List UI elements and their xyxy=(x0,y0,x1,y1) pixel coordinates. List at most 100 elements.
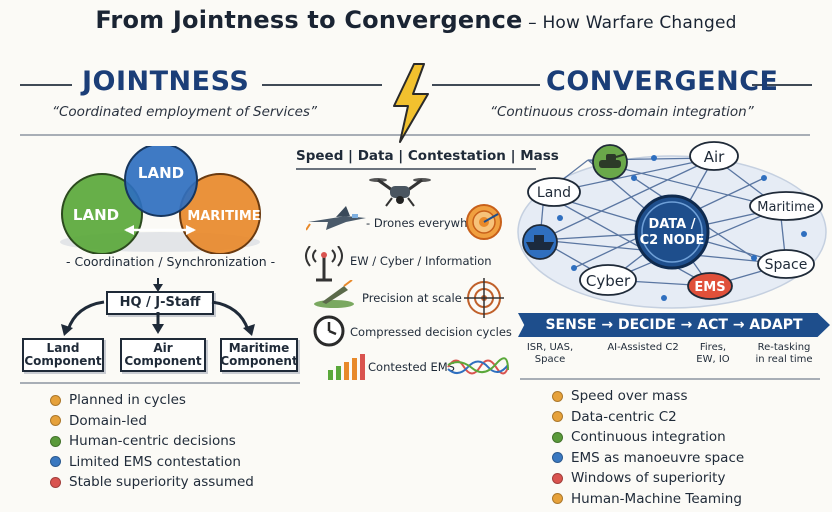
clock-icon xyxy=(313,315,345,347)
bullet-dot-icon xyxy=(552,431,563,443)
bullet-text: Human-centric decisions xyxy=(69,433,236,450)
middle-item-ems: Contested EMS xyxy=(368,360,455,374)
bar-chart-icon xyxy=(328,354,365,380)
venn-label-right: MARITIME xyxy=(187,209,260,224)
sda-sub-decide: AI-Assisted C2 xyxy=(604,342,682,354)
jointness-title: JOINTNESS xyxy=(82,66,250,97)
jointness-rule-right xyxy=(262,84,382,86)
land-component-line1: Land xyxy=(46,340,80,355)
list-item: Planned in cycles xyxy=(50,390,254,411)
drone-icon xyxy=(369,178,431,207)
cyber-node xyxy=(579,264,637,296)
coordination-label: - Coordination / Synchronization - xyxy=(66,254,276,269)
maritime-node-label: Maritime xyxy=(757,200,815,215)
jointness-rule-left xyxy=(20,84,72,86)
convergence-title: CONVERGENCE xyxy=(546,66,779,97)
ems-node-label: EMS xyxy=(694,280,725,295)
page-title: From Jointness to Convergence – How Warf… xyxy=(0,6,832,34)
signal-wave-icon xyxy=(447,357,509,375)
maritime-node xyxy=(749,191,823,221)
convergence-rule-right xyxy=(752,84,812,86)
jointness-bullet-list: Planned in cycles Domain-led Human-centr… xyxy=(50,390,254,493)
bullet-text: Stable superiority assumed xyxy=(69,474,254,491)
convergence-quote: “Continuous cross-domain integration” xyxy=(490,104,754,120)
convergence-network-diagram: Air Land Maritime Space Cyber EMS DATA /… xyxy=(517,141,827,309)
bullet-dot-icon xyxy=(50,435,61,447)
bullet-text: Continuous integration xyxy=(571,429,726,446)
list-item: Domain-led xyxy=(50,411,254,432)
title-sub: How Warfare Changed xyxy=(542,13,737,33)
venn-label-top: LAND xyxy=(138,164,184,182)
list-item: Stable superiority assumed xyxy=(50,472,254,493)
cyber-node-label: Cyber xyxy=(586,272,631,290)
convergence-divider xyxy=(520,378,820,380)
bullet-text: Human-Machine Teaming xyxy=(571,490,742,507)
middle-item-precision: Precision at scale xyxy=(362,291,462,305)
bullet-dot-icon xyxy=(50,415,61,427)
venn-maritime xyxy=(179,173,261,254)
middle-item-ew: EW / Cyber / Information xyxy=(350,254,492,268)
sda-sub-decide-line1: AI-Assisted C2 xyxy=(607,342,679,353)
list-item: Windows of superiority xyxy=(552,468,744,489)
list-item: Human-centric decisions xyxy=(50,431,254,452)
list-item: Continuous integration xyxy=(552,427,744,448)
land-node-label: Land xyxy=(537,185,571,201)
list-item: Speed over mass xyxy=(552,386,744,407)
bullet-dot-icon xyxy=(50,456,61,468)
sda-sub-adapt-line1: Re-tasking xyxy=(757,342,811,353)
sda-sub-act-line1: Fires, xyxy=(699,342,727,353)
space-node-label: Space xyxy=(765,257,808,273)
bullet-text: EMS as manoeuvre space xyxy=(571,449,745,466)
bullet-dot-icon xyxy=(552,493,563,505)
jointness-quote: “Coordinated employment of Services” xyxy=(52,104,317,120)
header-divider xyxy=(20,134,810,136)
sda-sub-sense: ISR, UAS,Space xyxy=(520,342,580,365)
sda-label: SENSE → DECIDE → ACT → ADAPT xyxy=(545,317,803,333)
precision-target-icon xyxy=(464,278,504,318)
list-item: Limited EMS contestation xyxy=(50,452,254,473)
land-node xyxy=(527,177,581,207)
sda-sub-act: Fires,EW, IO xyxy=(688,342,738,365)
radar-target-icon xyxy=(466,204,502,240)
title-main: From Jointness to Convergence xyxy=(95,6,523,34)
middle-header-underline xyxy=(296,168,536,170)
missile-launcher-icon xyxy=(314,280,354,308)
jointness-venn-diagram: LAND LAND MARITIME xyxy=(60,146,261,254)
lightning-icon xyxy=(393,63,429,143)
title-dash: – xyxy=(522,13,543,33)
middle-item-decision: Compressed decision cycles xyxy=(350,325,512,339)
bullet-dot-icon xyxy=(50,476,61,488)
sda-sub-adapt-line2: in real time xyxy=(755,353,813,365)
air-node-label: Air xyxy=(704,148,725,166)
hq-connector-arrows xyxy=(61,278,255,336)
venn-land-green xyxy=(61,173,143,254)
bullet-text: Planned in cycles xyxy=(69,392,186,409)
bullet-text: Domain-led xyxy=(69,412,147,429)
list-item: EMS as manoeuvre space xyxy=(552,448,744,469)
middle-item-drones: - Drones everywhere xyxy=(366,216,486,230)
venn-land-blue xyxy=(124,146,198,217)
air-node xyxy=(689,141,739,171)
antenna-icon xyxy=(305,246,343,282)
fighter-jet-icon xyxy=(306,206,366,231)
jointness-divider xyxy=(20,382,300,384)
sda-sub-act-line2: EW, IO xyxy=(696,353,730,365)
middle-item-drones-text: Drones everywhere xyxy=(373,216,486,230)
data-c2-node xyxy=(634,194,710,270)
venn-label-left: LAND xyxy=(73,206,119,224)
bullet-text: Windows of superiority xyxy=(571,470,726,487)
bullet-text: Speed over mass xyxy=(571,388,688,405)
convergence-bullet-list: Speed over mass Data-centric C2 Continuo… xyxy=(552,386,744,509)
land-component-line2: Component xyxy=(24,354,102,368)
maritime-component-line1: Maritime xyxy=(228,340,290,355)
hq-jstaff-box: HQ / J-Staff xyxy=(106,291,214,315)
sense-decide-act-adapt-banner: SENSE → DECIDE → ACT → ADAPT xyxy=(518,313,830,337)
space-node xyxy=(757,249,815,279)
convergence-rule-left xyxy=(432,84,540,86)
bullet-dot-icon xyxy=(50,394,61,406)
bullet-dot-icon xyxy=(552,411,563,423)
